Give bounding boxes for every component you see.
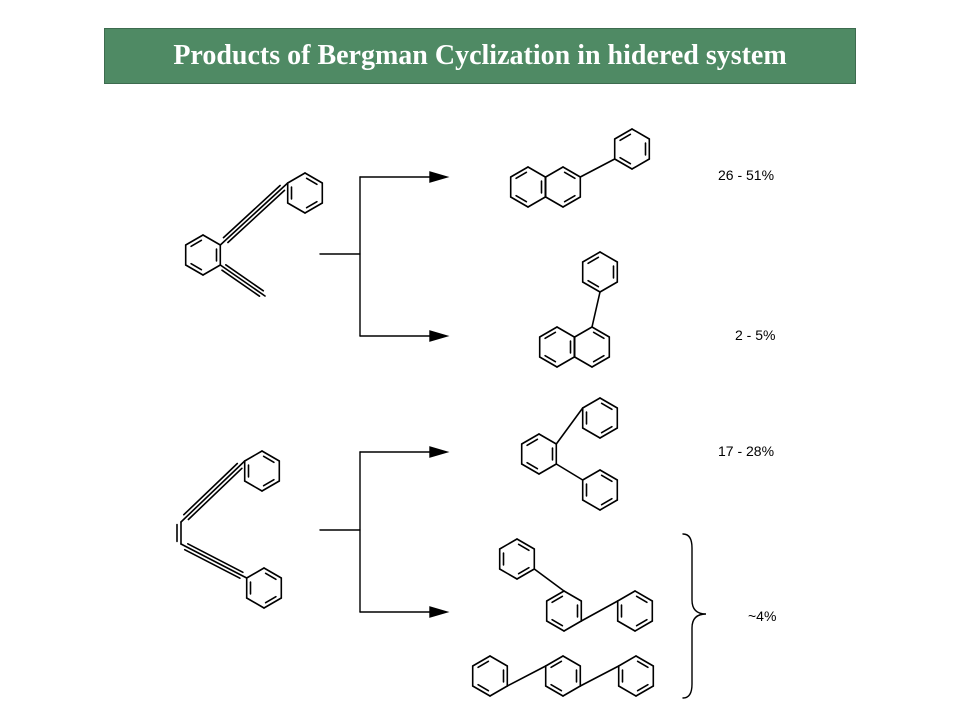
product-1-phenylnaphthalene <box>538 251 619 368</box>
product-meta-quaterphenyl <box>498 538 654 632</box>
yield-label-2-phenylnaphthalene: 26 - 51% <box>718 167 775 183</box>
yield-label-1-phenylnaphthalene: 2 - 5% <box>735 327 776 343</box>
reaction-arrow-bottom <box>319 446 450 618</box>
yield-label-ortho-terphenyl: 17 - 28% <box>718 443 775 459</box>
title-banner: Products of Bergman Cyclization in hider… <box>104 28 856 84</box>
product-ortho-terphenyl <box>520 397 619 511</box>
reactant-diphenyl-enediyne <box>176 450 283 609</box>
product-2-phenylnaphthalene <box>509 128 651 208</box>
page-title: Products of Bergman Cyclization in hider… <box>173 40 787 71</box>
yield-label-quaterphenyls: ~4% <box>748 608 777 624</box>
reactant-phenylethynyl-ethynylbenzene <box>184 172 324 298</box>
reaction-arrow-top <box>319 171 450 342</box>
grouping-brace <box>682 533 707 699</box>
product-para-quaterphenyl <box>471 655 655 697</box>
